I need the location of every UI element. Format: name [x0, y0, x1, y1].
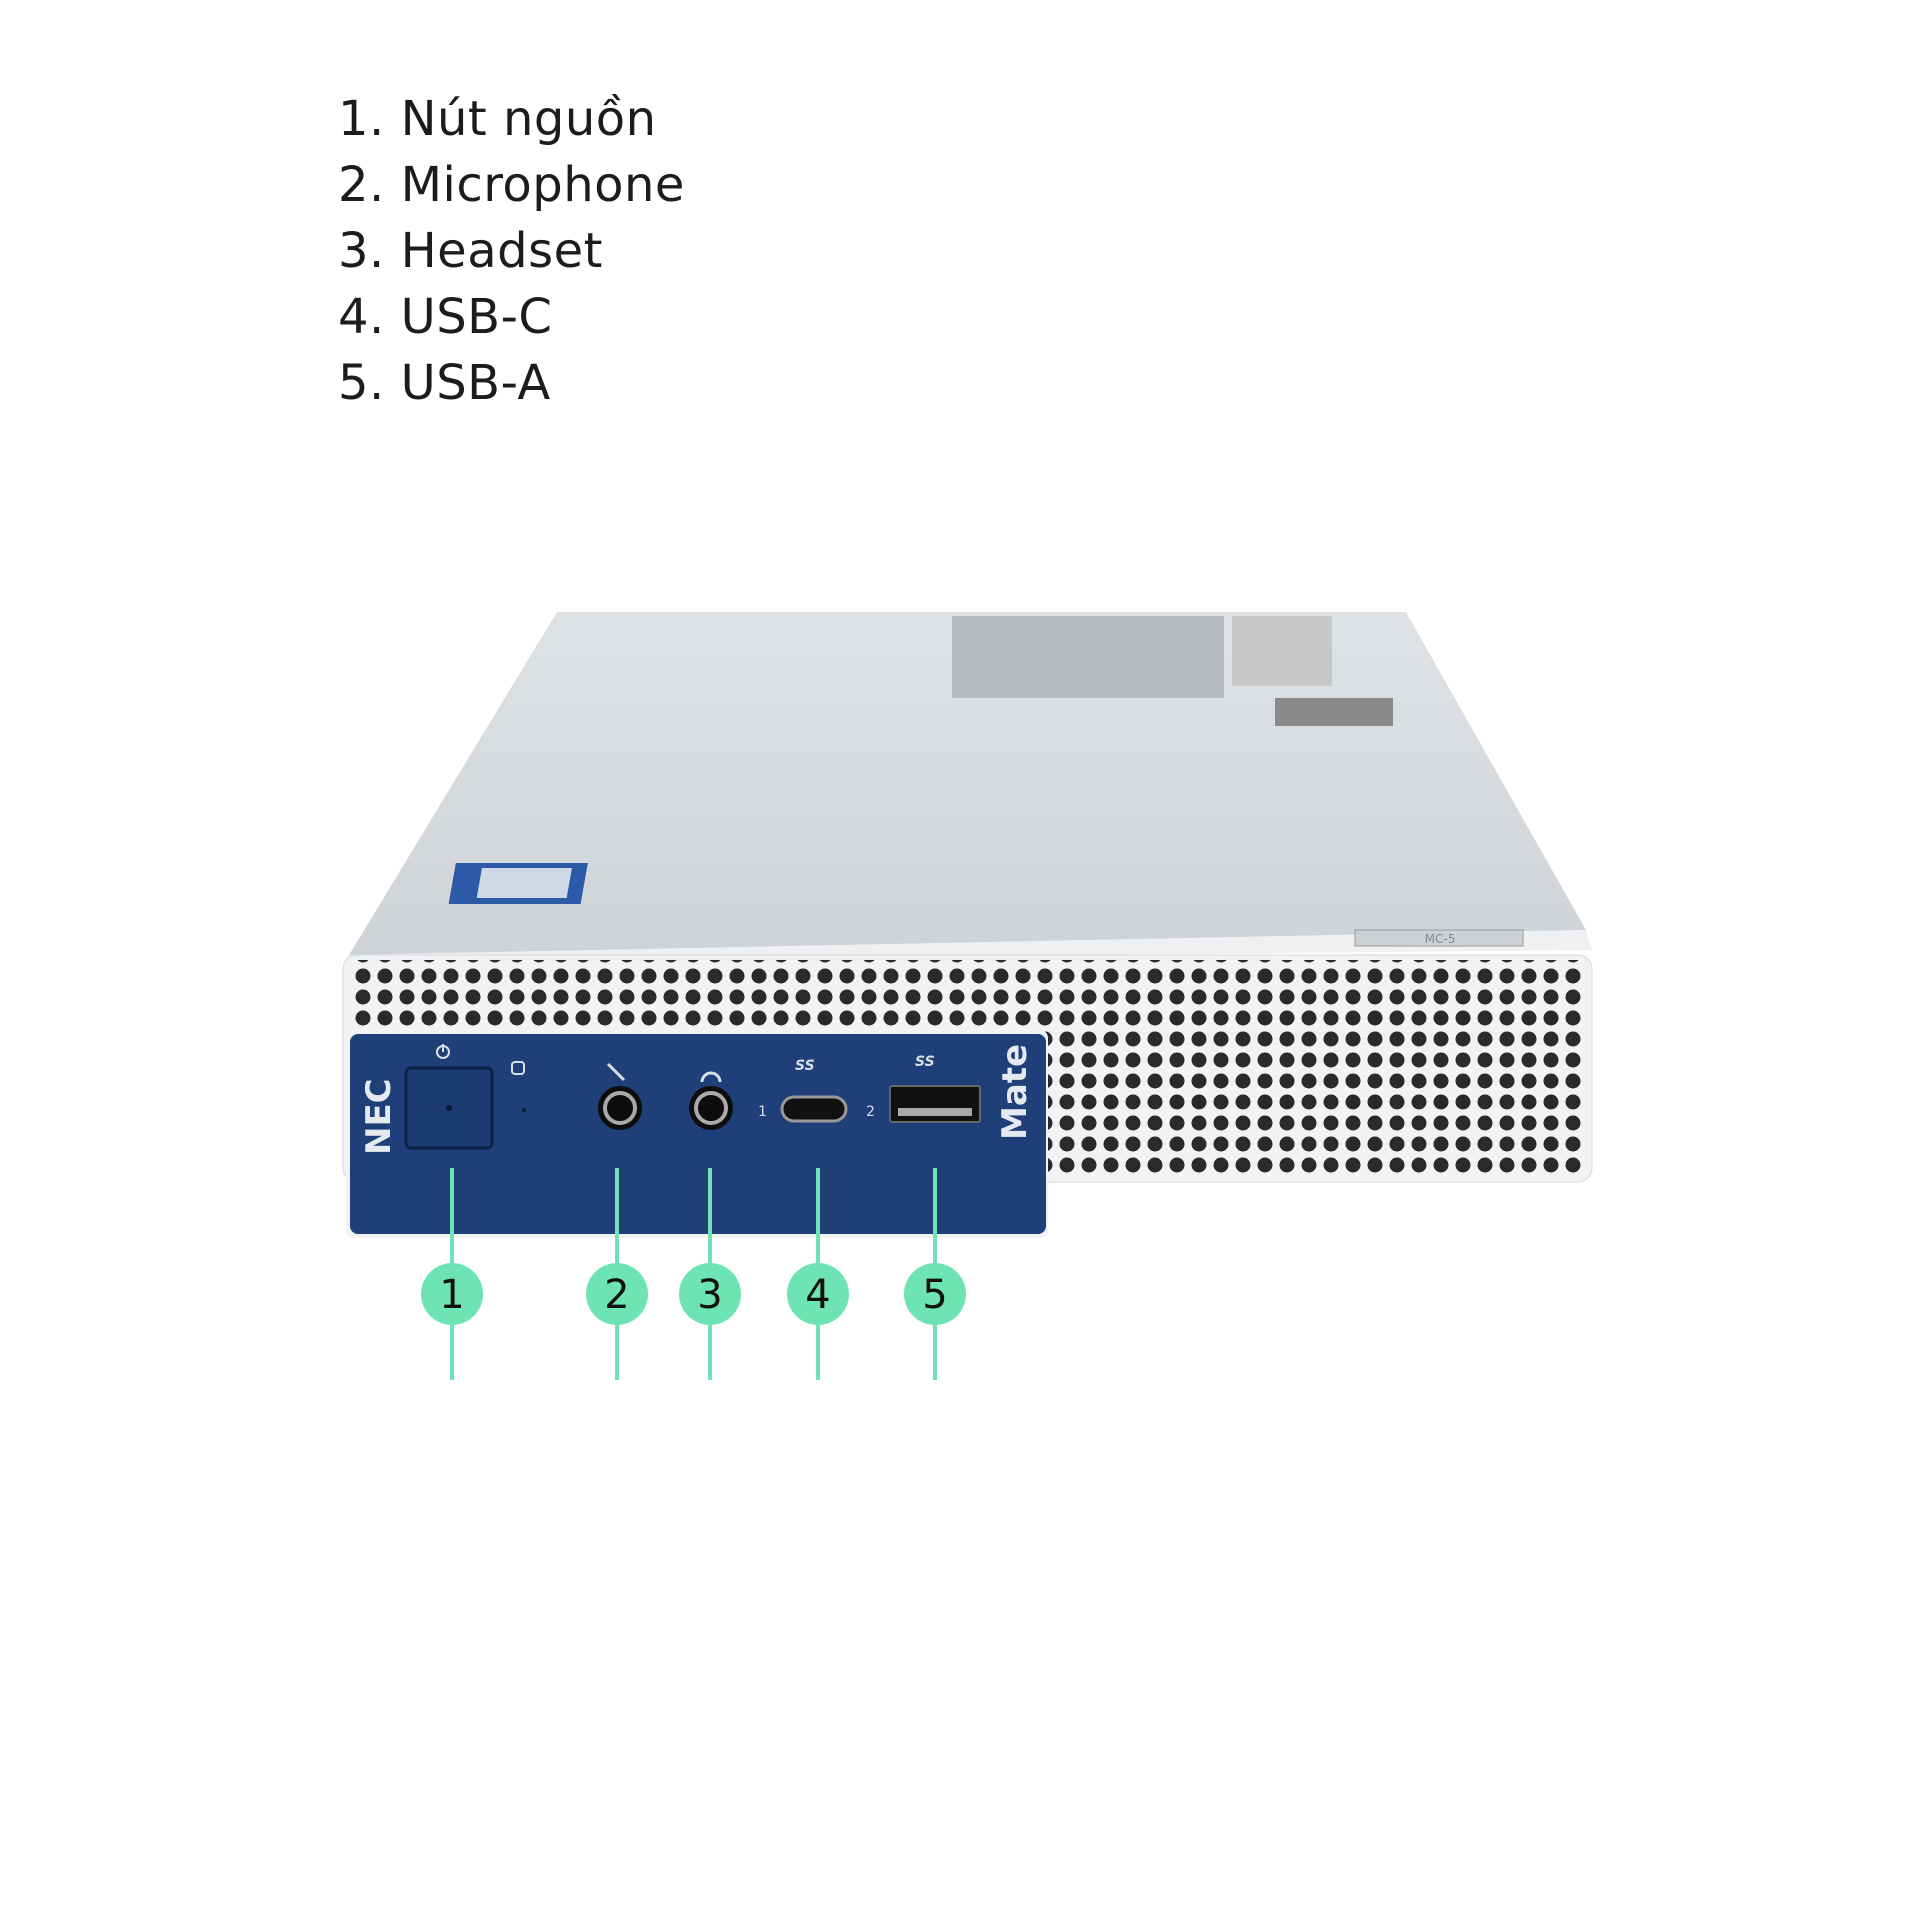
usb-c-port[interactable] — [780, 1095, 848, 1123]
microphone-jack[interactable] — [598, 1086, 642, 1130]
callout-circle-2 — [586, 1263, 648, 1325]
chassis-top — [349, 612, 1586, 955]
drive-activity-icon — [511, 1061, 525, 1075]
intel-badge — [448, 863, 588, 904]
callout-number-4: 4 — [805, 1272, 830, 1318]
series-logo: Mate — [995, 1044, 1035, 1140]
legend-item-microphone: 2. Microphone — [338, 157, 685, 213]
callout-badges: 1 2 3 4 5 — [421, 1263, 966, 1325]
callout-circle-1 — [421, 1263, 483, 1325]
callout-circle-3 — [679, 1263, 741, 1325]
headset-icon — [700, 1071, 722, 1083]
callout-number-2: 2 — [604, 1272, 629, 1318]
windows-sticker — [1275, 698, 1393, 726]
legend-item-headset: 3. Headset — [338, 223, 603, 279]
legend-item-usb-c: 4. USB-C — [338, 289, 553, 345]
callout-number-3: 3 — [697, 1272, 722, 1318]
power-icon — [436, 1044, 450, 1059]
usb-a-port[interactable] — [889, 1085, 981, 1123]
legend-item-usb-a: 5. USB-A — [338, 355, 551, 411]
headset-jack[interactable] — [689, 1086, 733, 1130]
callout-circle-4 — [787, 1263, 849, 1325]
usb-a-ss-label: SS — [915, 1054, 935, 1070]
warning-sticker — [952, 616, 1224, 698]
port-number-1: 1 — [758, 1104, 767, 1120]
legend-list: 1. Nút nguồn 2. Microphone 3. Headset 4.… — [338, 86, 685, 416]
callout-number-1: 1 — [439, 1272, 464, 1318]
callout-circle-5 — [904, 1263, 966, 1325]
spec-sticker — [1232, 616, 1332, 686]
model-label-plate — [1354, 929, 1524, 947]
callout-number-5: 5 — [922, 1272, 947, 1318]
legend-item-power: 1. Nút nguồn — [338, 91, 657, 147]
usb-c-ss-label: SS — [795, 1058, 815, 1074]
microphone-icon — [606, 1062, 626, 1082]
brand-logo: NEC — [359, 1078, 399, 1155]
model-label: MC-5 — [1425, 932, 1456, 946]
port-number-2: 2 — [866, 1104, 875, 1120]
